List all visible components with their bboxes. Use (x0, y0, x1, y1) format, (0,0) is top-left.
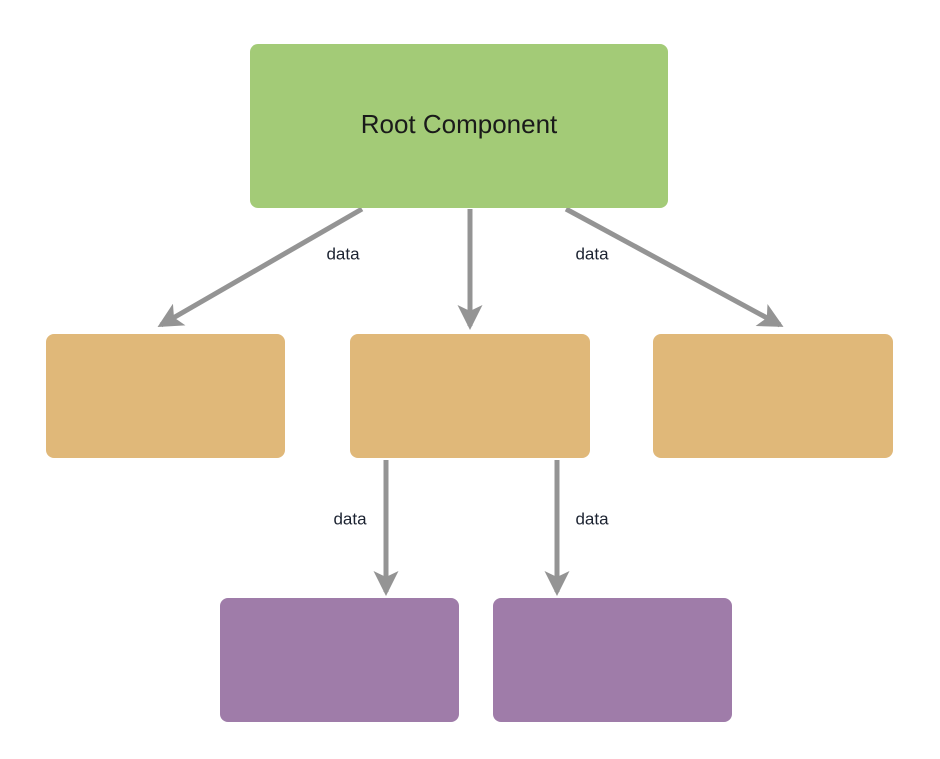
child-node-3-box[interactable] (653, 334, 893, 458)
edge-labels-layer: data data data data (326, 244, 609, 528)
edge-label-edge-child2-leaf2: data (575, 509, 609, 528)
edges-layer (157, 206, 784, 597)
edge-label-edge-root-child3: data (575, 244, 609, 263)
child-node-3[interactable] (653, 334, 893, 458)
edge-root-to-child-3 (564, 206, 784, 328)
leaf-node-2[interactable] (493, 598, 732, 722)
nodes-layer: Root Component (46, 44, 893, 722)
root-component-node-box[interactable] (250, 44, 668, 208)
child-node-1-box[interactable] (46, 334, 285, 458)
edge-label-edge-child2-leaf1: data (333, 509, 367, 528)
child-node-1[interactable] (46, 334, 285, 458)
edge-label-edge-root-child1: data (326, 244, 360, 263)
child-node-2-box[interactable] (350, 334, 590, 458)
root-component-node-label: Root Component (361, 109, 558, 139)
leaf-node-1[interactable] (220, 598, 459, 722)
child-node-2[interactable] (350, 334, 590, 458)
root-component-node[interactable]: Root Component (250, 44, 668, 208)
leaf-node-2-box[interactable] (493, 598, 732, 722)
edge-root-to-child-1 (157, 206, 364, 328)
leaf-node-1-box[interactable] (220, 598, 459, 722)
